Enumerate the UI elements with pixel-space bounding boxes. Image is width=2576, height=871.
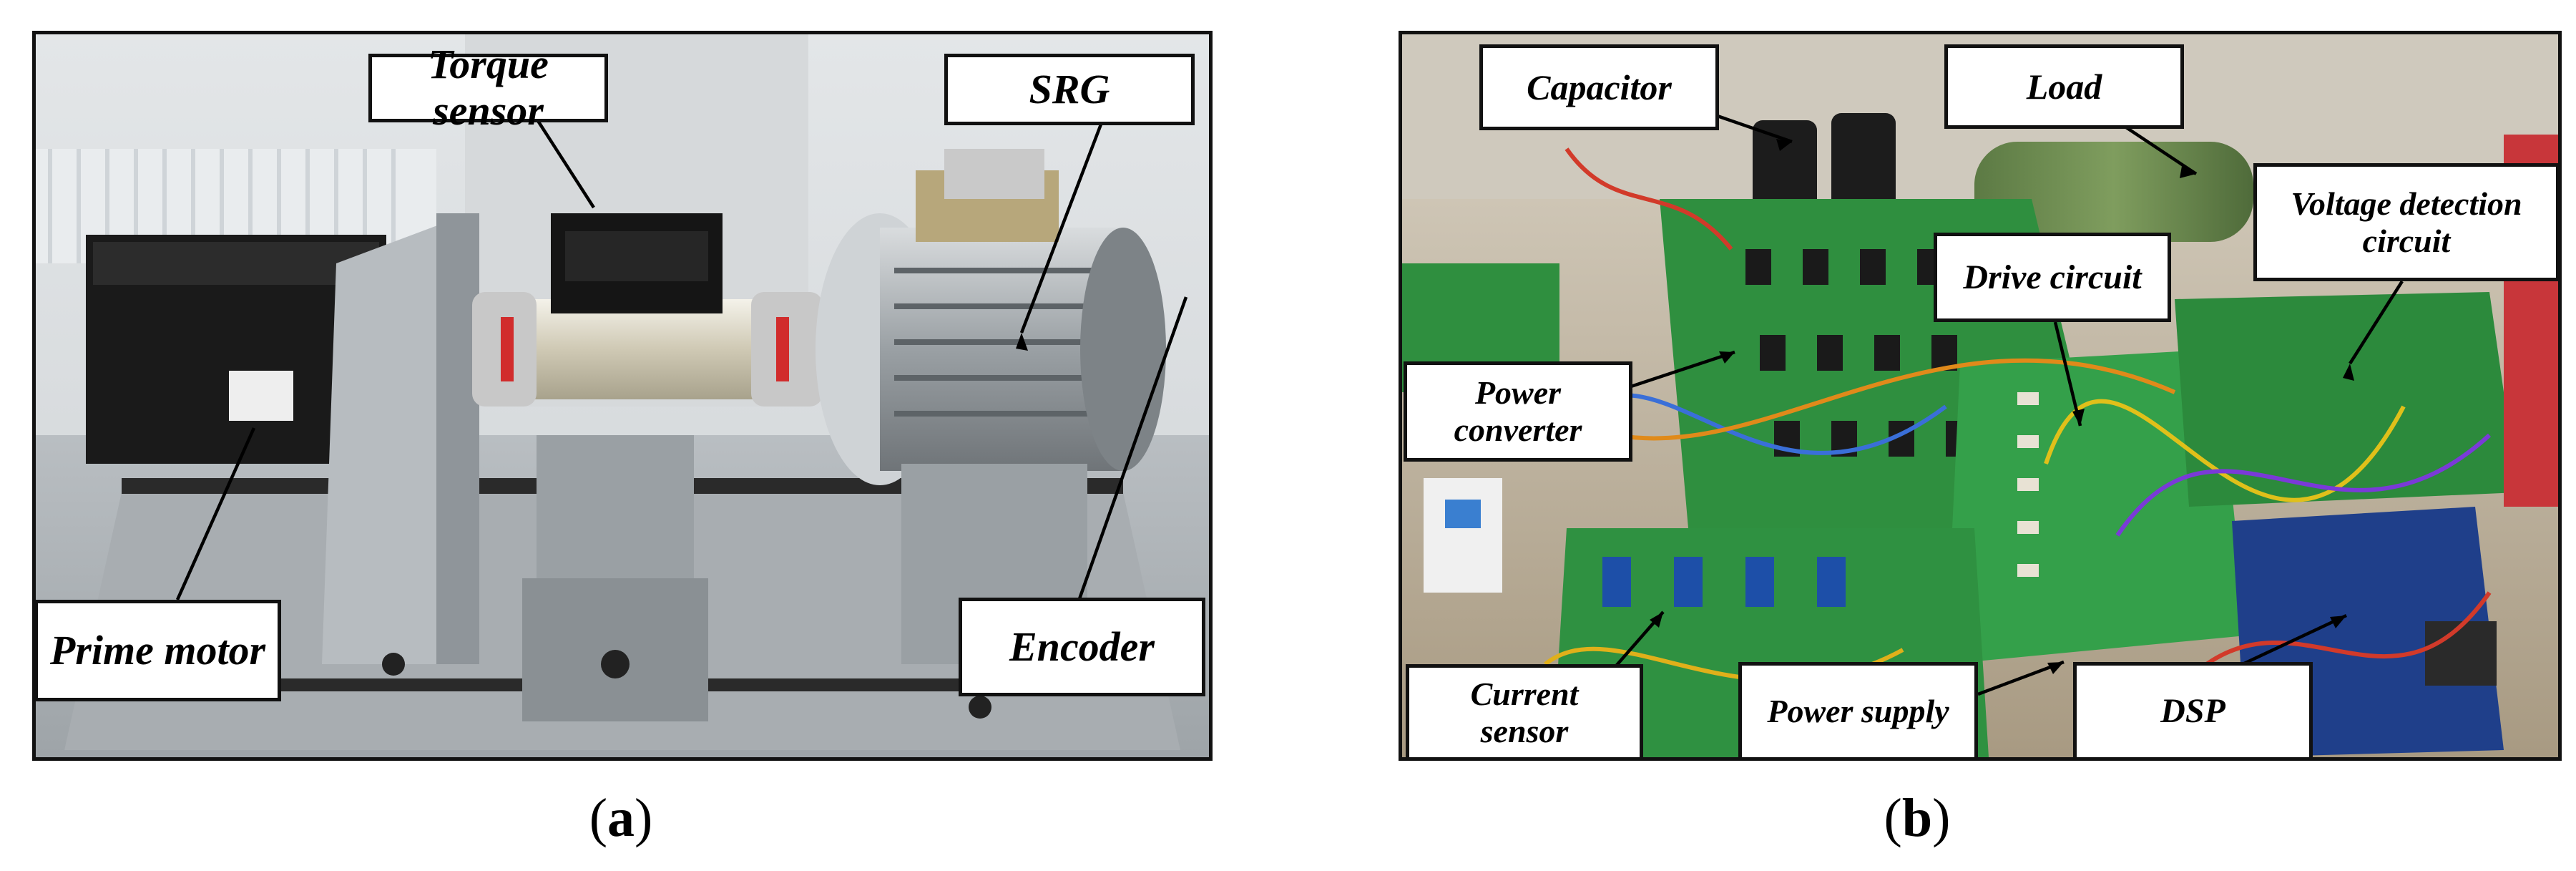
caption-a-close: ): [635, 788, 653, 848]
caption-b-open: (: [1884, 788, 1902, 848]
label-power-supply: Power supply: [1738, 662, 1978, 761]
caption-b: (b): [1860, 787, 1974, 850]
label-drive-circuit: Drive circuit: [1934, 233, 2171, 322]
caption-a-letter: a: [607, 788, 635, 848]
label-srg: SRG: [944, 54, 1195, 125]
label-load: Load: [1944, 44, 2184, 129]
label-current-sensor: Current sensor: [1406, 664, 1643, 761]
label-dsp: DSP: [2073, 662, 2313, 761]
label-torque-sensor: Torque sensor: [368, 41, 608, 134]
caption-b-close: ): [1932, 788, 1951, 848]
label-encoder: Encoder: [959, 598, 1205, 696]
label-capacitor: Capacitor: [1479, 44, 1719, 130]
label-voltage-detection-circuit: Voltage detection circuit: [2253, 163, 2560, 281]
label-power-converter: Power converter: [1404, 361, 1632, 462]
caption-a-open: (: [589, 788, 607, 848]
label-prime-motor: Prime motor: [34, 600, 281, 701]
caption-b-letter: b: [1901, 788, 1933, 848]
caption-a: (a): [564, 787, 678, 850]
